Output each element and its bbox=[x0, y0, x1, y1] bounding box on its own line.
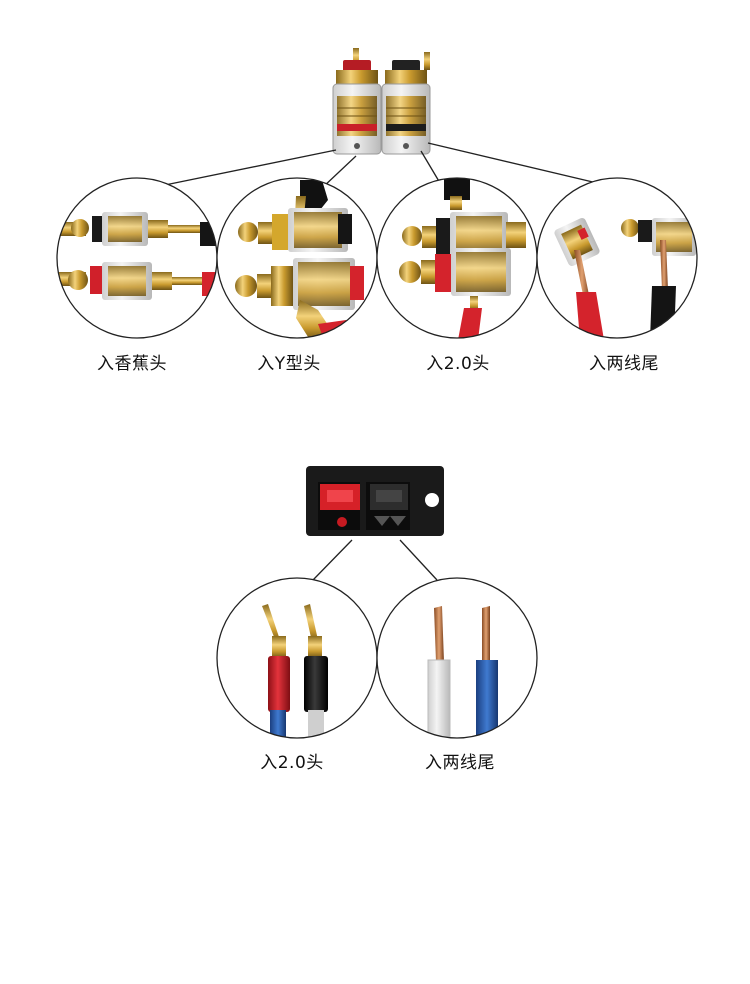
spring-terminal-image bbox=[306, 466, 444, 536]
label-bare-wire: 入两线尾 bbox=[589, 354, 659, 374]
detail-circle-bare-wire bbox=[536, 177, 698, 339]
detail-circle-banana bbox=[56, 177, 218, 339]
leader-lines-top bbox=[164, 142, 598, 189]
leader-lines-bottom bbox=[312, 539, 438, 581]
detail-circle-pin-pair bbox=[216, 577, 378, 739]
label-pin-2mm: 入2.0头 bbox=[426, 354, 490, 374]
label-banana-plug: 入香蕉头 bbox=[97, 354, 167, 374]
label-bare-wire-bottom: 入两线尾 bbox=[425, 753, 495, 773]
detail-circle-bare-wire-pair bbox=[376, 577, 538, 739]
label-pin-2mm-bottom: 入2.0头 bbox=[260, 753, 324, 773]
binding-post-pair-image bbox=[332, 48, 431, 155]
label-y-spade: 入Y型头 bbox=[257, 354, 321, 374]
detail-circle-pin-2mm bbox=[376, 177, 538, 339]
detail-circle-y-spade bbox=[216, 177, 378, 339]
